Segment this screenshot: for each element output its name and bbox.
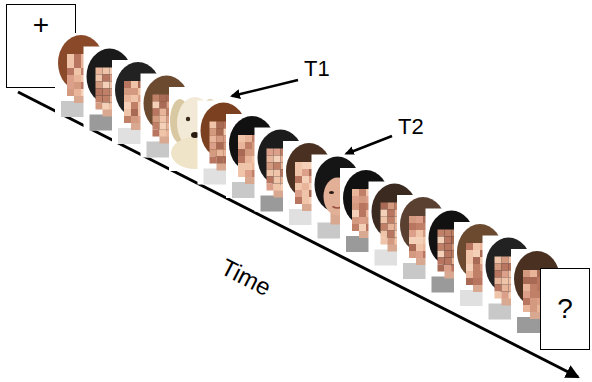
t1-pointer: [232, 80, 298, 96]
face-card: [198, 101, 250, 185]
face-card: [369, 182, 421, 266]
stimulus-frame: ?: [540, 268, 590, 350]
face-card: [55, 33, 107, 117]
face-card: [483, 236, 535, 320]
frame-symbol: +: [33, 11, 49, 39]
face-card: [454, 222, 506, 306]
face-card: [169, 87, 221, 171]
face-card: [426, 209, 478, 293]
frame-symbol: ?: [557, 295, 573, 323]
face-card: [255, 128, 307, 212]
t2-pointer: [346, 136, 392, 154]
face-card: [340, 168, 392, 252]
target-label: T1: [304, 58, 330, 80]
face-card: [112, 60, 164, 144]
target-label: T2: [398, 116, 424, 138]
face-card: [397, 195, 449, 279]
face-card: [84, 47, 136, 131]
time-arrow: [18, 92, 578, 377]
axis-label: Time: [217, 255, 275, 300]
face-card: [226, 114, 278, 198]
face-card: [312, 155, 364, 239]
